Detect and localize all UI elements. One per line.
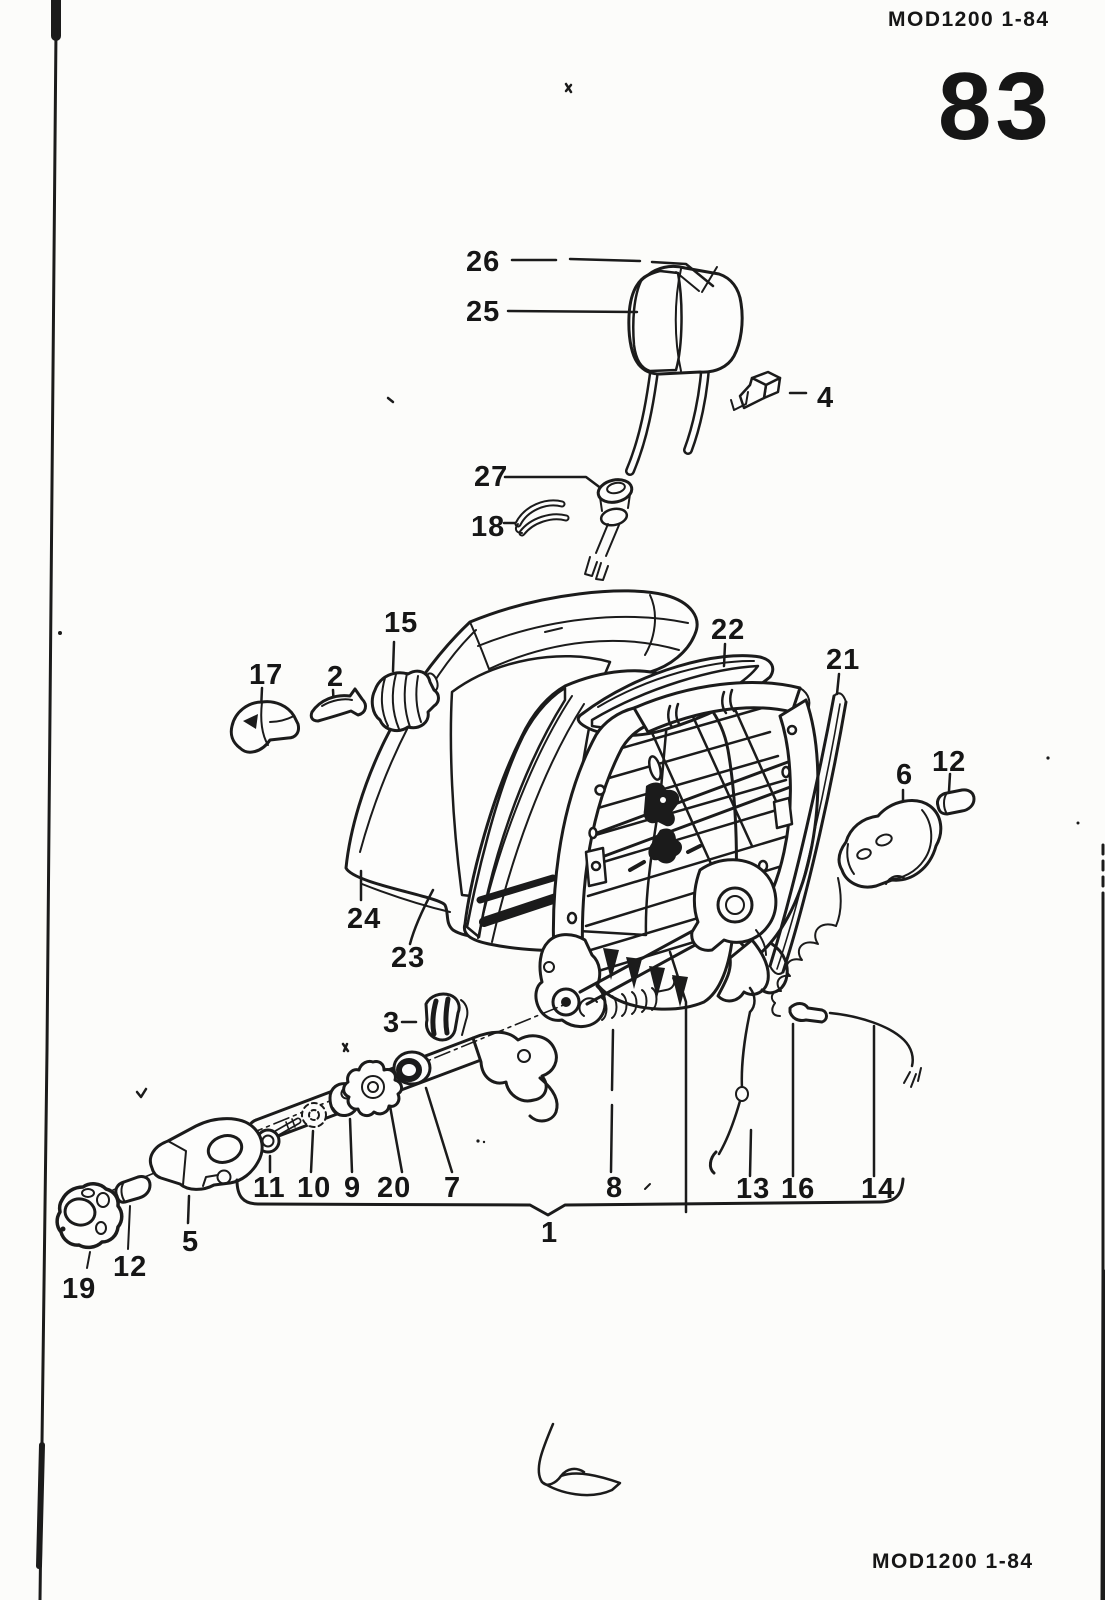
callout-17: 17 [249,659,283,691]
callout-12-left: 12 [113,1251,147,1283]
part-12-pin-right [936,772,976,816]
leader-12-left [127,1205,131,1250]
leader-19 [86,1251,91,1269]
recliner-quadrant [690,858,789,1003]
page-text: MOD1200 1-84 83 MOD1200 1-84 26 25 4 27 … [62,8,1053,1573]
leader-23 [408,888,435,946]
callout-7: 7 [444,1172,461,1204]
frame-spring-grid [580,696,792,978]
callout-11: 11 [253,1172,286,1204]
leader-9 [348,1117,354,1174]
callout-21: 21 [826,644,860,676]
part-17-bracket [229,700,300,754]
callout-14: 14 [861,1173,895,1205]
callout-12-right: 12 [932,746,966,778]
part-10-washer [301,1102,327,1174]
part-18-wire-clip [502,499,570,537]
hand-squiggle-arrow [537,1422,622,1497]
part-4-clip [730,370,808,411]
part-2-clip [309,687,367,723]
leader-21 [835,672,841,696]
leader-1-frame [668,950,688,1214]
leader-7 [424,1086,454,1174]
part-7-bushing [392,1050,454,1174]
frame-top-rail [632,681,802,734]
coil-spring [770,877,842,1017]
callout-23: 23 [391,942,425,974]
callout-9: 9 [344,1172,361,1204]
leader-25 [506,309,639,314]
callout-1: 1 [541,1217,558,1249]
headrest-guide-slots [667,688,736,729]
part-19-knob [55,1182,124,1269]
callout-10: 10 [297,1172,331,1204]
callout-3: 3 [383,1007,400,1039]
leader-15 [391,640,396,673]
leader-12-right [947,772,952,793]
part-21-trim-strip [768,672,848,975]
callout-2: 2 [327,661,344,693]
part-3-clip [400,992,469,1042]
leader-26 [510,257,715,288]
foam-dark-stripe-2 [479,893,561,927]
callout-6: 6 [896,759,913,791]
leader-8 [609,1028,615,1174]
leader-22 [722,642,727,668]
leader-20 [388,1104,404,1174]
leader-13 [748,1128,753,1178]
header-code: MOD1200 1-84 [888,8,1050,31]
part-27-guide-sleeve [503,475,634,581]
page-number: 83 [938,53,1053,160]
callout-20: 20 [377,1172,411,1204]
leader-5 [186,1194,191,1225]
part-16-cable-end [788,1002,828,1178]
callout-22: 22 [711,614,745,646]
scan-specks [58,82,1080,1190]
part-15-knob [370,669,440,732]
page-binding-edge [36,0,1105,1600]
callout-5: 5 [182,1226,199,1258]
part-6-side-plate [837,788,943,889]
callout-16: 16 [781,1173,815,1205]
frame-hardware-holes [562,724,798,992]
callout-4: 4 [817,382,834,414]
foam-dark-stripe-1 [476,874,557,904]
callout-18: 18 [471,511,505,543]
group-brace-1 [235,1177,905,1217]
leader-10 [309,1129,315,1174]
callout-25: 25 [466,296,500,328]
leader-27 [503,475,604,491]
headrest-assembly [625,264,744,476]
foam-outline [462,669,738,1011]
zigzag-spring-spikes [603,948,688,1007]
callout-19: 19 [62,1273,96,1305]
callout-27: 27 [474,461,508,493]
callout-24: 24 [347,903,381,935]
callout-8: 8 [606,1172,623,1204]
part-8-spring [578,977,676,1174]
callout-15: 15 [384,607,418,639]
footer-code: MOD1200 1-84 [872,1550,1034,1573]
headrest-pad [627,264,744,376]
part-12-pin-left [114,1175,152,1250]
callout-26: 26 [466,246,500,278]
part-5-lever [148,1117,264,1225]
callout-13: 13 [736,1173,770,1205]
part-13-cable [708,986,756,1178]
part-14-cable [828,1011,922,1178]
